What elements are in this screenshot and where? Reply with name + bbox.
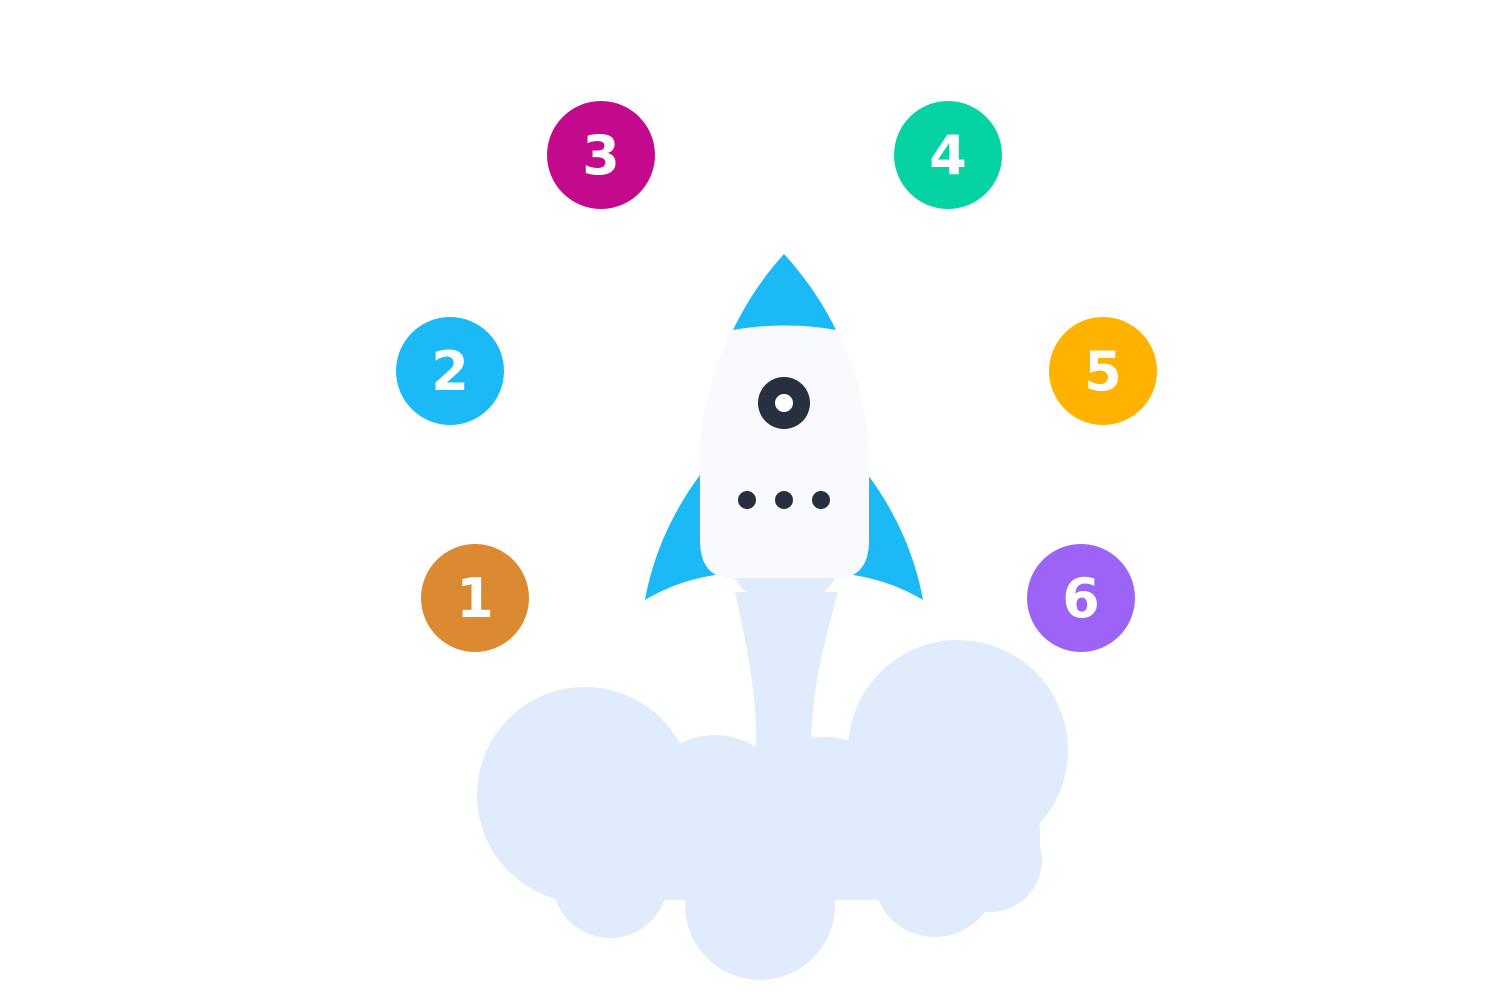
smoke-trail (735, 592, 838, 760)
rocket-porthole (775, 491, 793, 509)
step-badge-4: 4 (894, 101, 1002, 209)
step-badge-3: 3 (547, 101, 655, 209)
rocket-nozzle (735, 578, 835, 605)
rocket-left-fin (645, 475, 715, 600)
rocket-porthole (812, 491, 830, 509)
step-number: 6 (1062, 567, 1100, 630)
step-badge-2: 2 (396, 317, 504, 425)
rocket-porthole (738, 491, 756, 509)
rocket-window-glass (775, 394, 793, 412)
step-number: 5 (1084, 340, 1122, 403)
step-number: 2 (431, 340, 469, 403)
step-number: 1 (456, 567, 494, 630)
step-number: 4 (929, 124, 967, 187)
step-badge-5: 5 (1049, 317, 1157, 425)
step-badge-6: 6 (1027, 544, 1135, 652)
rocket-nose-cone (733, 254, 836, 330)
rocket-right-fin (853, 475, 923, 600)
step-badge-1: 1 (421, 544, 529, 652)
step-number: 3 (582, 124, 620, 187)
smoke-cloud (477, 640, 1068, 980)
